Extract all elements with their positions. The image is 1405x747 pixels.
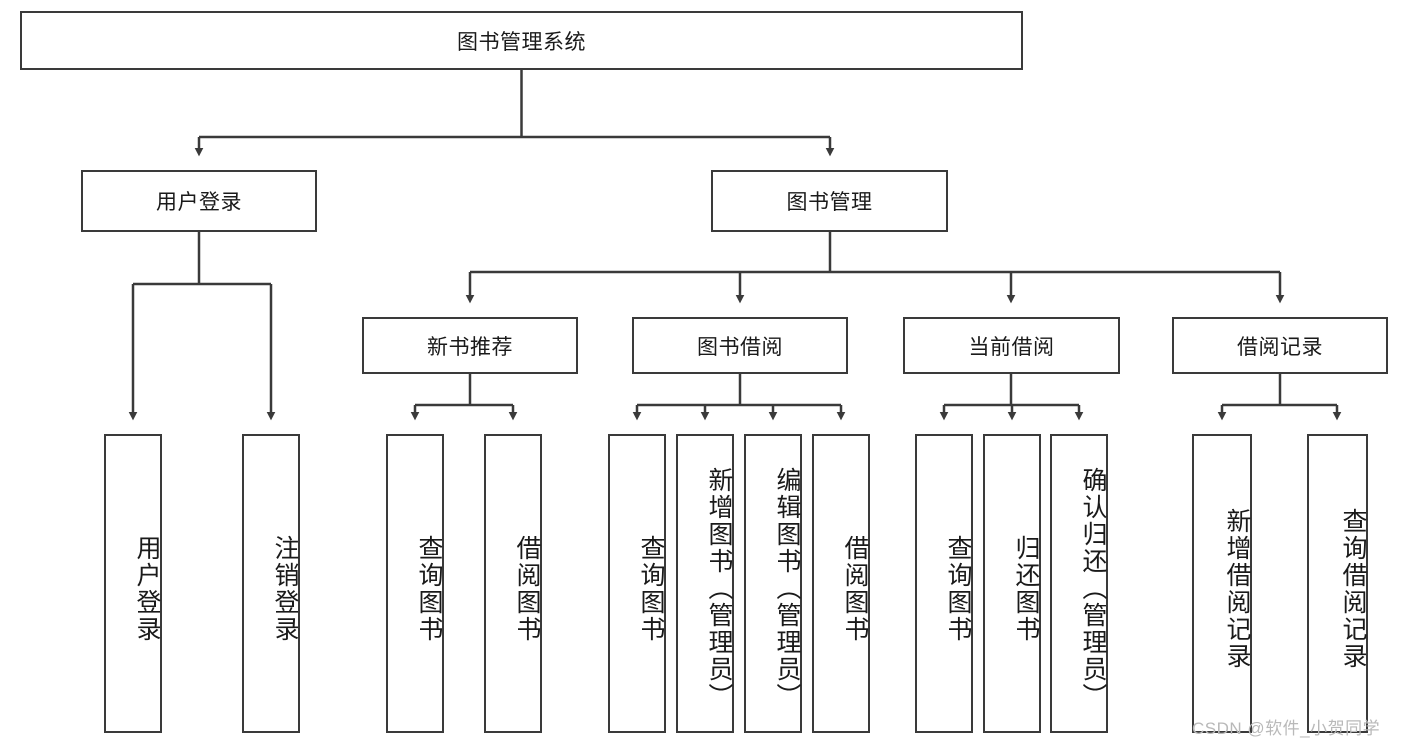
node-leaf-br-add-record[interactable]: 新增借阅记录: [1192, 434, 1252, 733]
node-leaf-bb-add-book[interactable]: 新增图书（管理员）: [676, 434, 734, 733]
node-leaf-bb-query-book[interactable]: 查询图书: [608, 434, 666, 733]
node-borrow-record-label: 借阅记录: [1237, 335, 1323, 359]
node-leaf-bb-borrow-book-label: 借阅图书: [841, 534, 869, 643]
node-leaf-cb-confirm-return[interactable]: 确认归还（管理员）: [1050, 434, 1108, 733]
node-book-borrow[interactable]: 图书借阅: [632, 317, 848, 374]
node-leaf-rec-borrow-book-label: 借阅图书: [513, 534, 541, 643]
node-leaf-user-logout[interactable]: 注销登录: [242, 434, 300, 733]
node-borrow-record[interactable]: 借阅记录: [1172, 317, 1388, 374]
node-leaf-rec-borrow-book[interactable]: 借阅图书: [484, 434, 542, 733]
node-root[interactable]: 图书管理系统: [20, 11, 1023, 70]
node-root-label: 图书管理系统: [457, 30, 586, 54]
node-new-book-rec[interactable]: 新书推荐: [362, 317, 578, 374]
node-current-borrow-label: 当前借阅: [968, 335, 1055, 359]
node-leaf-rec-query-book-label: 查询图书: [415, 534, 443, 643]
node-leaf-cb-query-book-label: 查询图书: [944, 534, 972, 643]
node-leaf-cb-query-book[interactable]: 查询图书: [915, 434, 973, 733]
node-leaf-rec-query-book[interactable]: 查询图书: [386, 434, 444, 733]
node-leaf-user-logout-label: 注销登录: [271, 534, 299, 643]
node-leaf-br-query-record[interactable]: 查询借阅记录: [1307, 434, 1368, 733]
node-user-login-label: 用户登录: [156, 191, 242, 214]
node-book-manage-label: 图书管理: [786, 191, 873, 214]
node-leaf-cb-confirm-return-label: 确认归还（管理员）: [1079, 467, 1107, 710]
node-leaf-bb-borrow-book[interactable]: 借阅图书: [812, 434, 870, 733]
csdn-watermark: CSDN @软件_小贺同学: [1192, 719, 1381, 738]
node-new-book-rec-label: 新书推荐: [427, 335, 513, 359]
node-leaf-cb-return-book-label: 归还图书: [1012, 534, 1040, 643]
node-book-manage[interactable]: 图书管理: [711, 170, 948, 232]
node-leaf-br-add-record-label: 新增借阅记录: [1223, 507, 1251, 670]
node-leaf-cb-return-book[interactable]: 归还图书: [983, 434, 1041, 733]
node-leaf-bb-query-book-label: 查询图书: [637, 534, 665, 643]
node-leaf-bb-edit-book-label: 编辑图书（管理员）: [773, 467, 801, 710]
node-book-borrow-label: 图书借阅: [697, 335, 783, 359]
node-user-login[interactable]: 用户登录: [81, 170, 317, 232]
node-current-borrow[interactable]: 当前借阅: [903, 317, 1120, 374]
node-leaf-user-login-label: 用户登录: [133, 534, 161, 643]
node-leaf-bb-edit-book[interactable]: 编辑图书（管理员）: [744, 434, 802, 733]
node-leaf-user-login[interactable]: 用户登录: [104, 434, 162, 733]
node-leaf-bb-add-book-label: 新增图书（管理员）: [705, 467, 733, 710]
node-leaf-br-query-record-label: 查询借阅记录: [1339, 507, 1367, 670]
